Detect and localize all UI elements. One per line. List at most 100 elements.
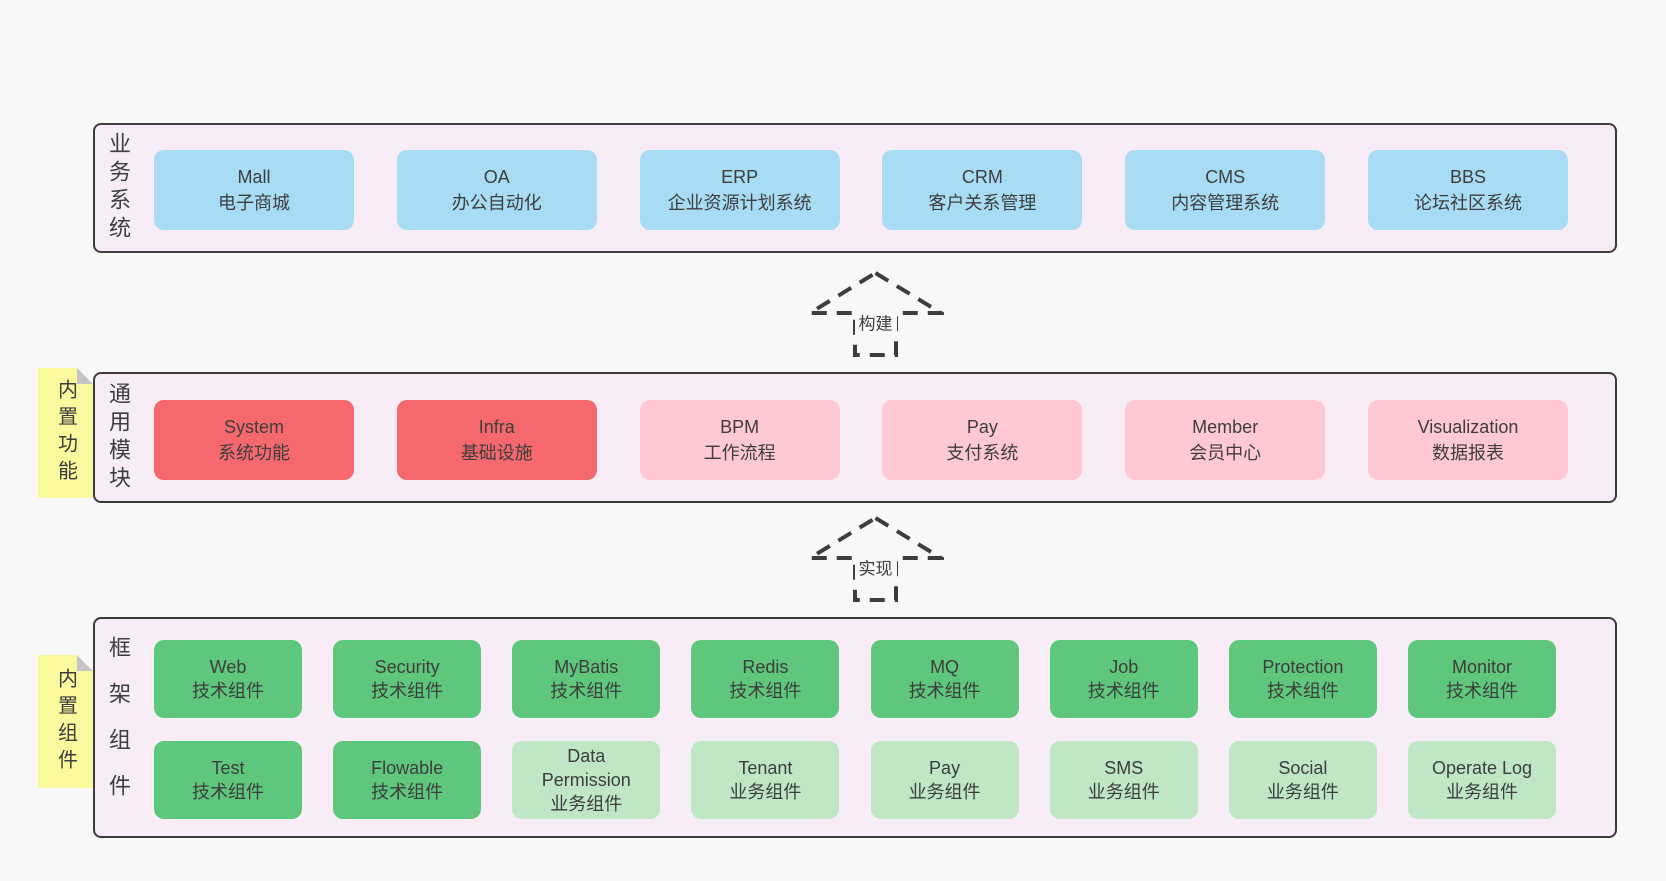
panel-label-framework: 框架组件 [106,635,131,820]
box-title: BPM [720,417,760,437]
box-title: Monitor [1451,657,1512,677]
box-title: Tenant [738,758,793,778]
box-cms: CMS 内容管理系统 [1125,150,1326,230]
box-subtitle: 会员中心 [1189,443,1262,463]
box-pay-module: Pay 支付系统 [882,400,1083,480]
box-subtitle: 论坛社区系统 [1413,193,1522,213]
box-subtitle: 技术组件 [1087,681,1160,701]
box-title: MQ [930,657,960,677]
box-subtitle: 支付系统 [946,443,1019,463]
box-subtitle: 技术组件 [371,681,444,701]
builtin-features-note: 内置功能 [38,368,93,498]
panel-label-modules: 通用模块 [106,381,131,494]
box-monitor: Monitor 技术组件 [1407,640,1556,718]
box-subtitle: 工作流程 [703,443,776,463]
box-subtitle: 业务组件 [729,782,802,802]
box-title: System [223,417,284,437]
box-social: Social 业务组件 [1228,741,1377,819]
box-mybatis: MyBatis 技术组件 [512,640,661,718]
box-bpm: BPM 工作流程 [639,400,840,480]
box-subtitle: 技术组件 [1445,681,1518,701]
box-title: Security [374,657,440,677]
note-label: 内置组件 [54,667,77,776]
box-title: Protection [1262,657,1344,677]
box-subtitle: 电子商城 [218,193,290,213]
box-member: Member 会员中心 [1125,400,1326,480]
box-subtitle: 技术组件 [1266,681,1339,701]
folded-corner-icon [77,655,93,671]
box-system: System 系统功能 [154,400,354,480]
box-protection: Protection 技术组件 [1228,640,1377,718]
box-visualization: Visualization 数据报表 [1367,400,1568,480]
box-flowable: Flowable 技术组件 [333,741,482,819]
box-subtitle: 技术组件 [729,681,802,701]
box-subtitle: 技术组件 [192,782,264,802]
folded-corner-icon [77,368,93,384]
box-title: SMS [1104,758,1144,778]
box-title: Flowable [371,758,444,778]
box-title: ERP [721,167,759,187]
box-security: Security 技术组件 [333,640,482,718]
panel-label-business: 业务系统 [106,132,131,244]
box-subtitle: 系统功能 [218,443,290,463]
box-job: Job 技术组件 [1049,640,1198,718]
box-subtitle: 内容管理系统 [1171,193,1280,213]
box-operate-log: Operate Log 业务组件 [1407,741,1556,819]
box-subtitle: 技术组件 [192,681,264,701]
box-subtitle: 业务组件 [1087,782,1160,802]
box-subtitle: 技术组件 [550,681,623,701]
up-arrow-icon [807,270,944,357]
box-bbs: BBS 论坛社区系统 [1367,150,1568,230]
box-title: Operate Log [1431,758,1533,778]
box-title: Job [1109,657,1139,677]
framework-components-panel: 框架组件 Web 技术组件 Security 技术组件 MyBatis 技术组件… [93,617,1617,838]
up-arrow-icon [807,515,944,602]
implement-arrow-label: 实现 [854,553,897,581]
box-title: Pay [966,417,998,437]
note-label: 内置功能 [54,379,77,487]
build-arrow: 构建 [807,270,944,358]
box-mall: Mall 电子商城 [154,150,354,230]
box-infra: Infra 基础设施 [396,400,597,480]
box-title: Redis [742,657,789,677]
builtin-components-note: 内置组件 [38,655,93,788]
box-subtitle: 基础设施 [460,443,533,463]
box-subtitle: 业务组件 [1266,782,1339,802]
box-title: CMS [1205,167,1246,187]
common-modules-panel: 通用模块 System 系统功能 Infra 基础设施 BPM 工作流程 Pay… [93,372,1617,503]
box-subtitle: 业务组件 [908,782,981,802]
box-title: BBS [1449,167,1486,187]
box-title: OA [483,167,510,187]
implement-arrow: 实现 [807,515,944,603]
box-erp: ERP 企业资源计划系统 [639,150,840,230]
box-mq: MQ 技术组件 [870,640,1019,718]
box-title: Visualization [1417,417,1519,437]
box-title: CRM [961,167,1003,187]
box-sms: SMS 业务组件 [1049,741,1198,819]
box-title: Test [211,758,245,778]
box-crm: CRM 客户关系管理 [882,150,1083,230]
build-arrow-label: 构建 [854,308,897,336]
box-subtitle: 业务组件 [550,794,623,814]
box-subtitle: 客户关系管理 [928,193,1037,213]
box-redis: Redis 技术组件 [691,640,840,718]
box-subtitle: 技术组件 [371,782,444,802]
box-title: Web [209,657,247,677]
box-title: Data Permission [541,746,631,790]
box-title: Member [1192,417,1259,437]
box-web: Web 技术组件 [154,640,302,718]
box-subtitle: 业务组件 [1445,782,1518,802]
box-title: Social [1278,758,1328,778]
box-title: Mall [237,167,271,187]
business-systems-panel: 业务系统 Mall 电子商城 OA 办公自动化 ERP 企业资源计划系统 CRM… [93,123,1617,253]
box-subtitle: 数据报表 [1431,443,1504,463]
box-subtitle: 企业资源计划系统 [667,193,812,213]
box-title: Infra [478,417,515,437]
box-pay-component: Pay 业务组件 [870,741,1019,819]
box-oa: OA 办公自动化 [396,150,597,230]
box-title: Pay [929,758,961,778]
box-data-permission: Data Permission 业务组件 [512,741,661,819]
box-subtitle: 办公自动化 [451,193,542,213]
box-tenant: Tenant 业务组件 [691,741,840,819]
box-title: MyBatis [554,657,619,677]
